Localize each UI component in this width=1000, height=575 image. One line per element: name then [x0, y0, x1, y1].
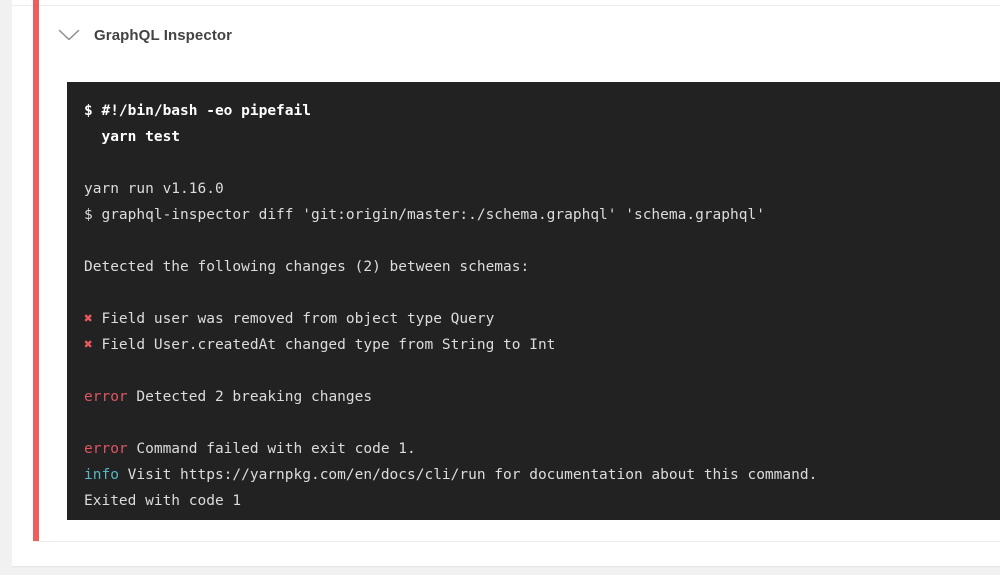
- step-header[interactable]: GraphQL Inspector: [56, 18, 232, 52]
- terminal-output-text: $ graphql-inspector diff 'git:origin/mas…: [84, 207, 765, 223]
- step-title: GraphQL Inspector: [94, 26, 233, 44]
- terminal-output-text: Detected the following changes (2) betwe…: [84, 259, 530, 275]
- card-edge-shadow: [12, 566, 1000, 568]
- log-level-label: error: [84, 441, 128, 457]
- terminal-command-text: $ #!/bin/bash -eo pipefail: [84, 103, 311, 119]
- terminal-line: ✖ Field user was removed from object typ…: [84, 306, 1000, 332]
- terminal-line: error Detected 2 breaking changes: [84, 384, 1000, 410]
- log-level-label: info: [84, 467, 119, 483]
- terminal-line: [84, 358, 1000, 384]
- chevron-down-icon[interactable]: [56, 24, 82, 46]
- terminal-line: yarn run v1.16.0: [84, 176, 1000, 202]
- breaking-change-icon: ✖: [84, 311, 93, 327]
- terminal-output-text: yarn run v1.16.0: [84, 181, 224, 197]
- terminal-line: error Command failed with exit code 1.: [84, 436, 1000, 462]
- breaking-change-icon: ✖: [84, 337, 93, 353]
- terminal-output-text: Exited with code 1: [84, 493, 242, 509]
- log-level-label: error: [84, 389, 128, 405]
- breaking-change-text: Field User.createdAt changed type from S…: [92, 337, 556, 353]
- terminal-line: Exited with code 1: [84, 488, 1000, 514]
- terminal-line: [84, 228, 1000, 254]
- log-message-text: Visit https://yarnpkg.com/en/docs/cli/ru…: [118, 467, 818, 483]
- terminal-output[interactable]: $ #!/bin/bash -eo pipefail yarn test yar…: [67, 82, 1000, 520]
- terminal-lines: $ #!/bin/bash -eo pipefail yarn test yar…: [67, 82, 1000, 520]
- terminal-line: [84, 150, 1000, 176]
- step-status-bar: [33, 0, 39, 541]
- log-message-text: Command failed with exit code 1.: [127, 441, 416, 457]
- terminal-line: [84, 280, 1000, 306]
- terminal-line: yarn test: [84, 124, 1000, 150]
- breaking-change-text: Field user was removed from object type …: [92, 311, 495, 327]
- terminal-line: $ graphql-inspector diff 'git:origin/mas…: [84, 202, 1000, 228]
- card-top-divider: [12, 5, 1000, 6]
- terminal-line: $ #!/bin/bash -eo pipefail: [84, 98, 1000, 124]
- terminal-line: ✖ Field User.createdAt changed type from…: [84, 332, 1000, 358]
- terminal-line: [84, 410, 1000, 436]
- terminal-line: Detected the following changes (2) betwe…: [84, 254, 1000, 280]
- log-message-text: Detected 2 breaking changes: [127, 389, 373, 405]
- terminal-command-text: yarn test: [84, 129, 181, 145]
- terminal-line: info Visit https://yarnpkg.com/en/docs/c…: [84, 462, 1000, 488]
- card-bottom-divider: [33, 541, 1000, 542]
